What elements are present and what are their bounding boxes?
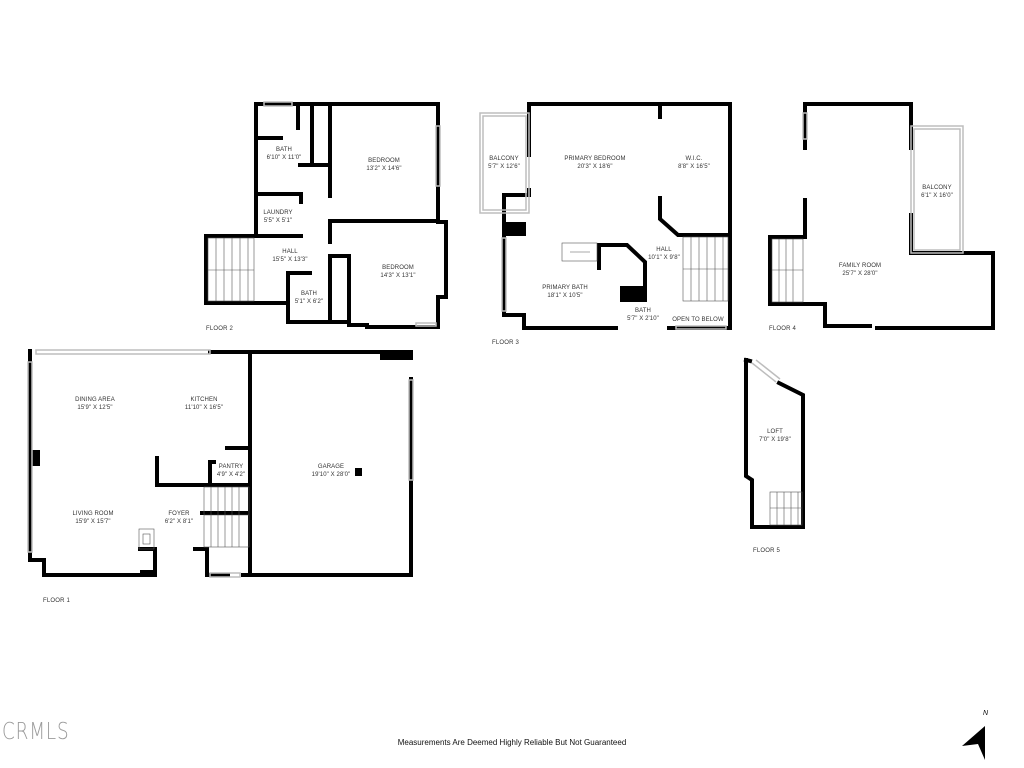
disclaimer-text: Measurements Are Deemed Highly Reliable … bbox=[397, 738, 627, 747]
crmls-logo: CRMLS bbox=[2, 719, 70, 745]
north-label: N bbox=[983, 710, 989, 717]
floor-label: FLOOR 3 bbox=[492, 340, 520, 346]
floor-label: FLOOR 4 bbox=[769, 326, 797, 332]
floor-label: FLOOR 1 bbox=[43, 598, 71, 604]
north-arrow-icon bbox=[962, 726, 985, 760]
floor-label: FLOOR 2 bbox=[206, 326, 234, 332]
room-label: OPEN TO BELOW bbox=[672, 317, 724, 323]
floor-label: FLOOR 5 bbox=[753, 548, 781, 554]
room-label: W.I.C.8'8" X 16'5" bbox=[678, 156, 710, 170]
floor-5-walls bbox=[743, 357, 805, 529]
floor-2-walls bbox=[204, 102, 448, 329]
floor-1-walls bbox=[28, 349, 413, 577]
floor-3-walls bbox=[502, 102, 732, 330]
